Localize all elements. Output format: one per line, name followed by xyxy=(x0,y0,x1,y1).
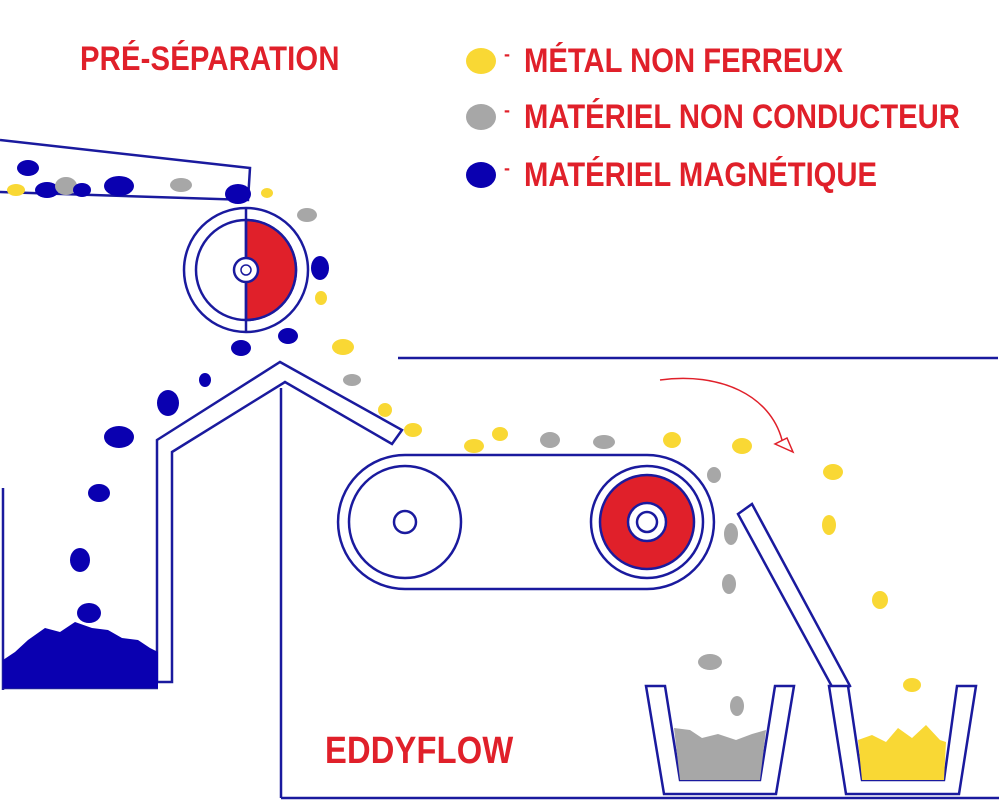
yellow-dot-icon xyxy=(466,48,496,74)
pre-separation-label: PRÉ-SÉPARATION xyxy=(80,40,340,78)
input-conveyor xyxy=(0,138,252,202)
non-conductive-pile xyxy=(674,728,766,780)
input-conveyor-particles xyxy=(7,160,251,204)
non-conductive-bin xyxy=(644,684,796,796)
blue-dot-icon xyxy=(466,162,496,188)
legend-dash: - xyxy=(504,158,510,178)
non-ferrous-particle xyxy=(7,184,25,196)
eddyflow-splitter xyxy=(736,502,852,696)
non-ferrous-bin xyxy=(827,684,978,796)
non-conductive-particle xyxy=(55,177,77,195)
non-ferrous-pile xyxy=(858,725,946,780)
non-conductive-particle xyxy=(170,178,192,192)
legend-label: MATÉRIEL MAGNÉTIQUE xyxy=(524,156,878,194)
legend-label: MATÉRIEL NON CONDUCTEUR xyxy=(524,98,960,136)
pre-separation-falling-particles xyxy=(70,188,422,623)
legend-dash: - xyxy=(504,44,510,64)
magnetic-material-bin xyxy=(1,488,158,690)
magnetic-particle xyxy=(73,183,91,197)
legend-label: MÉTAL NON FERREUX xyxy=(524,42,843,80)
magnetic-particle xyxy=(104,176,134,196)
magnetic-particle xyxy=(35,182,59,198)
magnetic-pile xyxy=(3,622,158,688)
eddyflow-particles xyxy=(464,427,921,716)
grey-dot-icon xyxy=(466,104,496,130)
magnetic-particle xyxy=(225,184,251,204)
magnetic-drum xyxy=(182,206,310,334)
eddyflow-label: EDDYFLOW xyxy=(325,730,514,772)
magnetic-particle xyxy=(17,160,39,176)
pre-separation-splitter xyxy=(155,360,404,684)
legend-dash: - xyxy=(504,100,510,120)
eddyflow-housing xyxy=(279,356,999,800)
magnet-sector xyxy=(244,218,298,322)
non-ferrous-trajectory-arrow xyxy=(659,377,795,454)
eddy-current-conveyor xyxy=(336,453,716,591)
